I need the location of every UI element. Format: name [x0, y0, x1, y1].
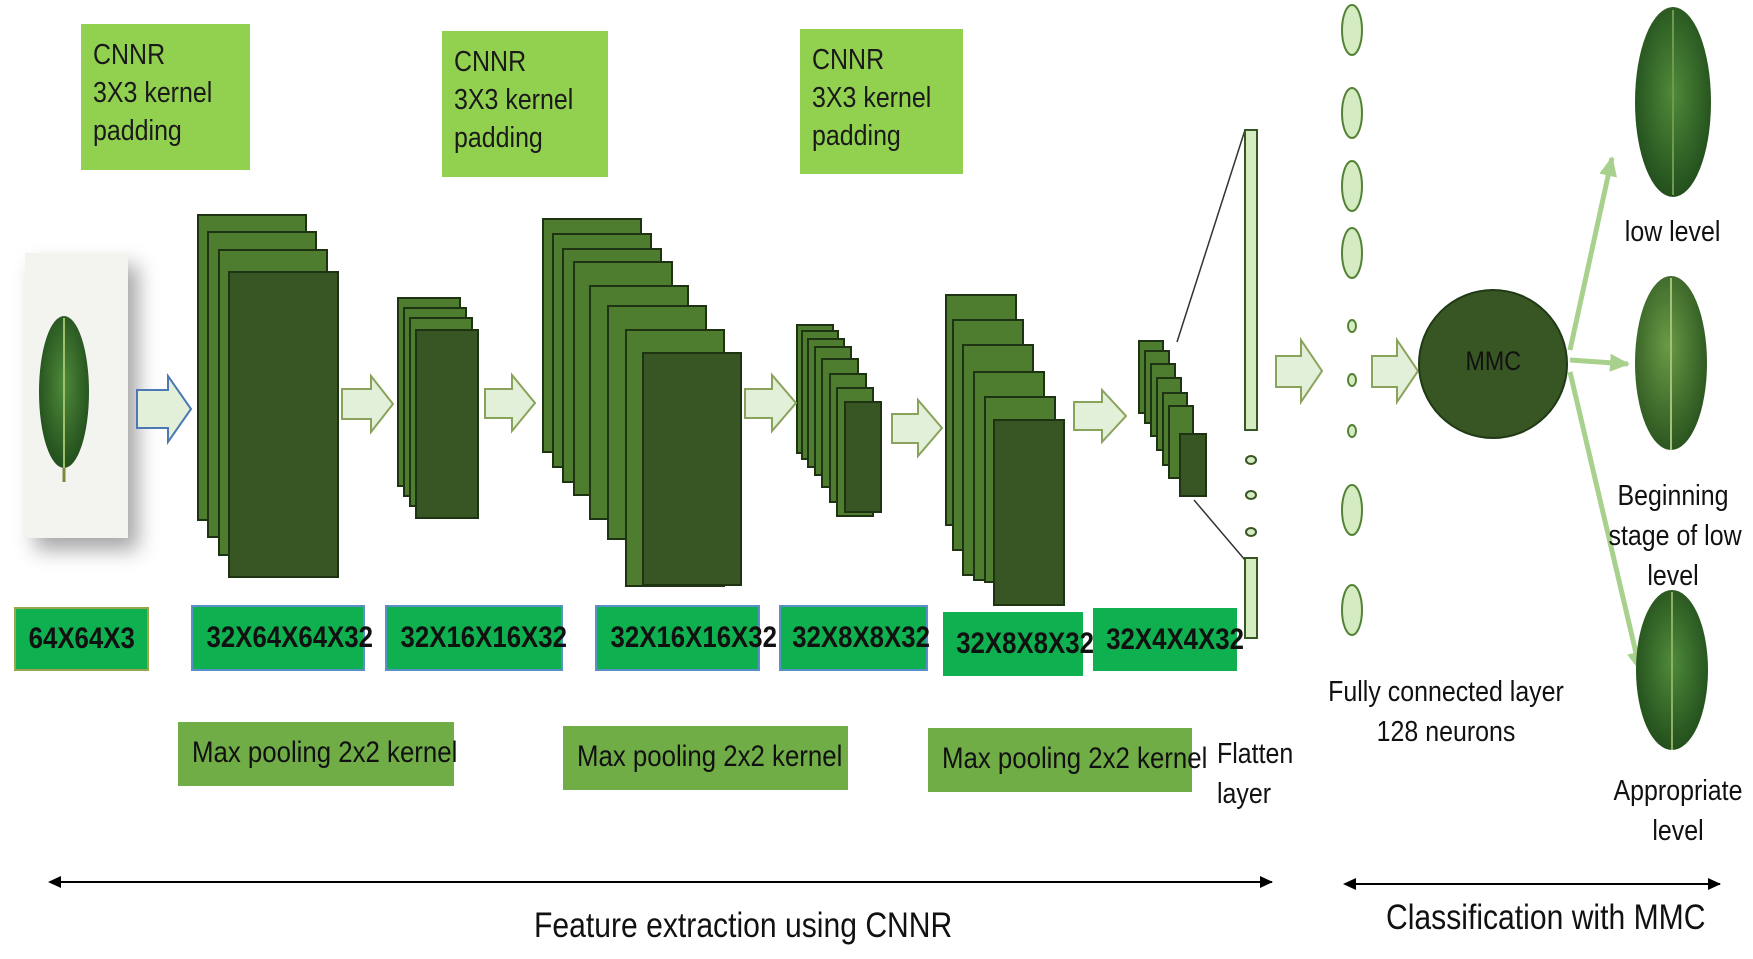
cnnr-padding: padding — [93, 115, 182, 147]
dim-label-conv2: 32X16X16X32 — [595, 605, 777, 671]
feature-extraction-caption: Feature extraction using CNNR — [534, 906, 953, 945]
class-label-beginning: Beginning stage of low level — [1608, 480, 1742, 592]
dim-label-input: 64X64X3 — [14, 607, 149, 671]
feature-map-stack-1 — [197, 214, 339, 578]
cnnr-title: CNNR — [93, 39, 166, 71]
feature-map-stack-5 — [945, 294, 1065, 606]
class-label-appropriate: Appropriate level — [1613, 775, 1743, 847]
output-arrows — [1567, 156, 1645, 672]
stage-arrows — [136, 336, 1420, 459]
cnnr-padding: padding — [812, 120, 901, 152]
cnnr-box-2: CNNR 3X3 kernel padding — [442, 31, 608, 177]
cnnr-kernel: 3X3 kernel — [93, 77, 213, 109]
feature-map-stack-4 — [796, 324, 882, 517]
pool-label-3: Max pooling 2x2 kernel — [928, 728, 1207, 792]
output-leaf-low — [1635, 7, 1711, 197]
flatten-layer-graphic — [1176, 129, 1258, 639]
flatten-layer-label: Flatten layer — [1217, 738, 1294, 810]
input-leaf-image — [25, 253, 128, 538]
fully-connected-neurons — [1341, 4, 1363, 636]
cnnr-box-1: CNNR 3X3 kernel padding — [81, 24, 250, 170]
output-leaf-appropriate — [1636, 590, 1708, 750]
dim-label-conv1: 32X64X64X32 — [191, 605, 373, 671]
class-label-low: low level — [1624, 216, 1721, 248]
output-leaf-beginning — [1635, 276, 1707, 450]
fully-connected-label: Fully connected layer 128 neurons — [1328, 676, 1564, 748]
feature-map-stack-6 — [1138, 340, 1207, 497]
dim-label-pool3: 32X4X4X32 — [1093, 608, 1244, 671]
dim-label-conv3: 32X8X8X32 — [943, 612, 1094, 676]
feature-map-stack-2 — [397, 297, 479, 519]
cnnr-title: CNNR — [812, 44, 885, 76]
cnnr-padding: padding — [454, 122, 543, 154]
classification-caption: Classification with MMC — [1386, 898, 1706, 937]
dim-label-pool1: 32X16X16X32 — [385, 605, 567, 671]
mmc-node — [1418, 289, 1568, 439]
cnnr-kernel: 3X3 kernel — [454, 84, 574, 116]
cnnr-title: CNNR — [454, 46, 527, 78]
dim-label-pool2: 32X8X8X32 — [779, 605, 930, 671]
cnnr-kernel: 3X3 kernel — [812, 82, 932, 114]
pool-label-2: Max pooling 2x2 kernel — [563, 726, 848, 790]
pool-label-1: Max pooling 2x2 kernel — [178, 722, 457, 786]
feature-map-stack-3 — [542, 218, 742, 587]
cnnr-box-3: CNNR 3X3 kernel padding — [800, 29, 963, 174]
mmc-label: MMC — [1465, 346, 1521, 376]
